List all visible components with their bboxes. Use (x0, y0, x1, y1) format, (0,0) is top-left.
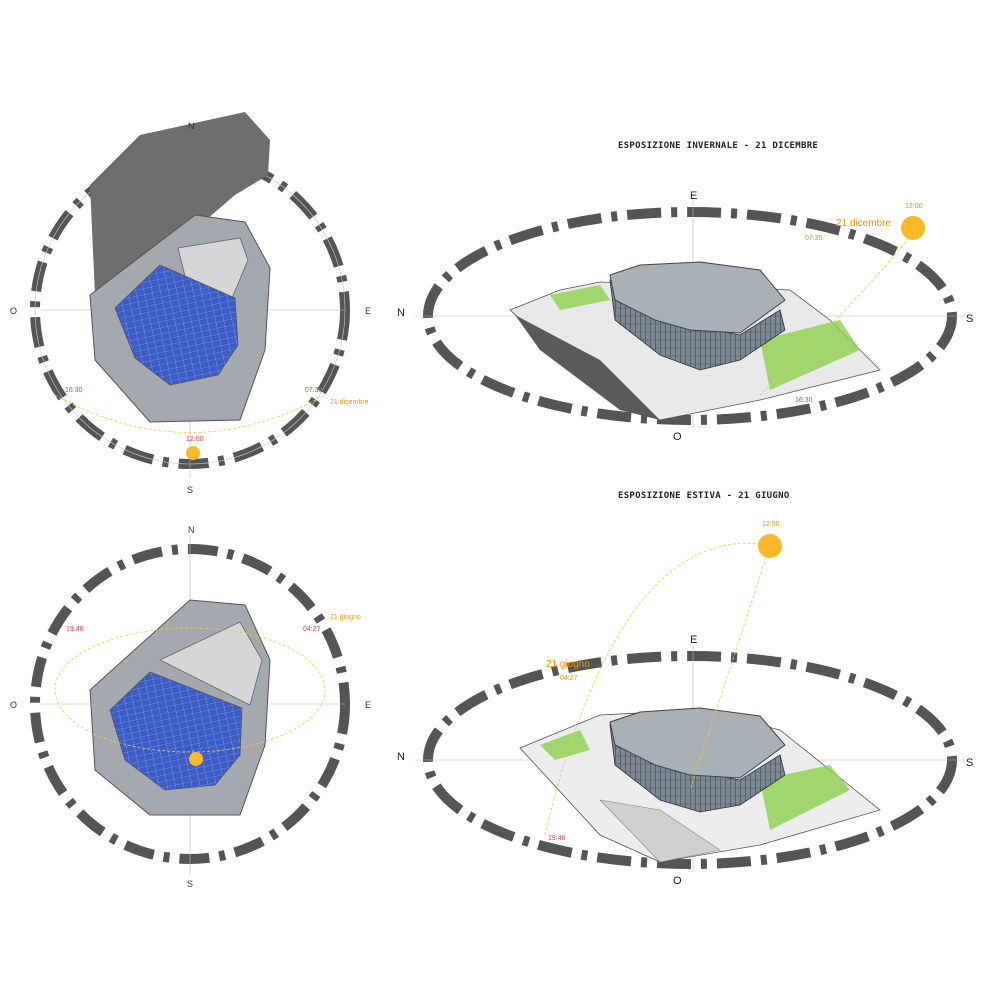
time-noon: 12:00 (186, 436, 204, 443)
cardinal-w: O (673, 875, 682, 887)
cardinal-n: N (188, 525, 195, 535)
cardinal-n: N (397, 307, 405, 319)
time-evening: 16:30 (65, 387, 83, 394)
cardinal-w: O (673, 431, 682, 443)
date-label: 21 giugno (546, 659, 590, 670)
date-label: 21 dicembre (330, 399, 369, 406)
time-evening: 16:30 (795, 397, 813, 404)
cardinal-w: O (10, 306, 17, 316)
sun-icon (186, 446, 200, 460)
solar-panel-array (109, 671, 243, 791)
cardinal-e: E (365, 700, 371, 710)
panel-title: ESPOSIZIONE INVERNALE - 21 DICEMBRE (618, 141, 818, 151)
time-noon: 12:00 (905, 203, 923, 210)
panel-title: ESPOSIZIONE ESTIVA - 21 GIUGNO (618, 491, 790, 501)
building-shadow (90, 112, 270, 295)
cardinal-s: S (966, 757, 973, 769)
sun-path (54, 627, 326, 753)
date-label: 21 dicembre (836, 218, 891, 229)
winter-axo-panel: ESPOSIZIONE INVERNALE - 21 DICEMBRE E O … (397, 141, 973, 443)
cardinal-e: E (690, 634, 697, 646)
date-label: 21 giugno (330, 614, 361, 621)
sun-icon (901, 216, 925, 240)
cardinal-s: S (187, 485, 193, 495)
sun-path (54, 394, 326, 433)
roof-light (159, 621, 263, 706)
time-morning: 07:35 (305, 387, 323, 394)
time-morning: 04:27 (560, 675, 578, 682)
building-roof (609, 261, 786, 334)
solar-panel-array (114, 264, 239, 386)
cardinal-n: N (188, 121, 195, 131)
sun-icon (758, 534, 782, 558)
cardinal-e: E (690, 190, 697, 202)
time-evening: 19:46 (548, 835, 566, 842)
cardinal-e: E (365, 306, 371, 316)
summer-plan-panel: N S E O 04:27 19:46 21 giugno (10, 525, 371, 889)
sun-path (759, 229, 916, 396)
cardinal-s: S (187, 879, 193, 889)
time-evening: 19:46 (66, 626, 84, 633)
time-morning: 07:35 (805, 235, 823, 242)
time-noon: 12:00 (762, 521, 780, 528)
cardinal-n: N (397, 751, 405, 763)
sun-icon (189, 752, 203, 766)
building-roof (609, 707, 786, 779)
cardinal-w: O (10, 700, 17, 710)
summer-axo-panel: ESPOSIZIONE ESTIVA - 21 GIUGNO E O N S 0… (397, 491, 973, 887)
winter-plan-panel: N S E O 07:35 16:30 12:00 21 dicembre (10, 112, 371, 495)
cardinal-s: S (966, 313, 973, 325)
time-morning: 04:27 (303, 626, 321, 633)
